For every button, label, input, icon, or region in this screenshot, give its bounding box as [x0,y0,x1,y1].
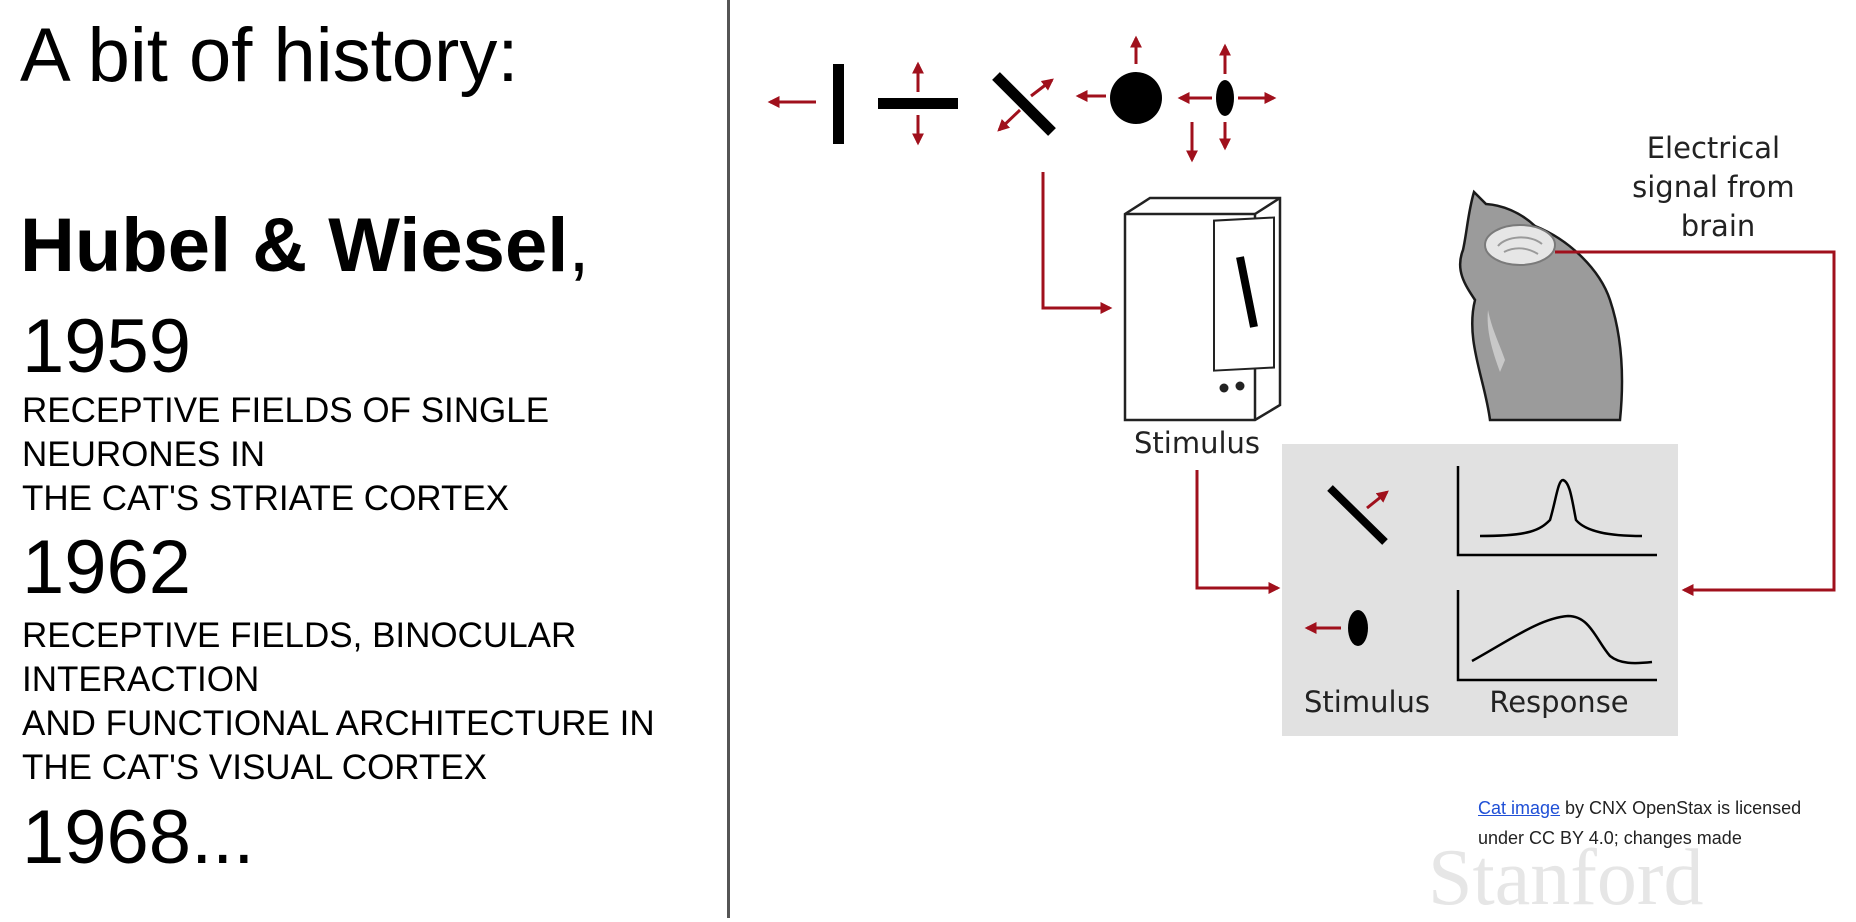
paper-title-1962: RECEPTIVE FIELDS, BINOCULAR INTERACTION … [22,614,655,790]
stanford-watermark: Stanford [1428,838,1704,918]
electrical-signal-label: Electrical signal from brain [1632,131,1804,243]
oval-stimulus [1180,46,1274,160]
stimulus-label: Stimulus [1134,426,1260,460]
paper-title-line: THE CAT'S VISUAL CORTEX [22,746,655,790]
paper-title-line: INTERACTION [22,658,655,702]
paper-title-line: NEURONES IN [22,433,549,477]
paper-title-line: THE CAT'S STRIATE CORTEX [22,477,549,521]
authors-heading: Hubel & Wiesel, [20,208,589,284]
year-1962: 1962 [22,530,191,606]
row-to-device-arrow [1043,172,1110,308]
experiment-diagram: Stimulus Electrical signal from brain [730,0,1856,918]
panel-response-label: Response [1489,685,1628,719]
credit-line-1: Cat image by CNX OpenStax is licensed [1478,793,1801,823]
year-1959: 1959 [22,309,191,385]
authors-name: Hubel & Wiesel [20,203,568,288]
paper-title-line: AND FUNCTIONAL ARCHITECTURE IN [22,702,655,746]
signal-label-line: brain [1681,209,1756,243]
device-to-panel-arrow [1197,470,1278,588]
diagonal-bar-stimulus [996,76,1052,132]
signal-label-line: signal from [1632,170,1795,204]
response-panel: Stimulus Response [1282,444,1678,736]
vertical-bar-stimulus [770,64,844,144]
experiment-diagram-svg: Stimulus Electrical signal from brain [730,0,1856,918]
authors-suffix: , [568,203,589,288]
paper-title-1959: RECEPTIVE FIELDS OF SINGLE NEURONES IN T… [22,389,549,521]
slide-title: A bit of history: [20,18,518,94]
paper-title-line: RECEPTIVE FIELDS OF SINGLE [22,389,549,433]
stimulus-row [770,38,1274,160]
cat-image [1460,192,1622,420]
paper-title-line: RECEPTIVE FIELDS, BINOCULAR [22,614,655,658]
horizontal-bar-stimulus [878,64,958,143]
panel-stimulus-label: Stimulus [1304,685,1430,719]
dot-stimulus [1078,38,1162,124]
cat-image-link[interactable]: Cat image [1478,798,1560,818]
stimulus-display-device [1125,198,1280,420]
credit-text: by CNX OpenStax is licensed [1560,798,1801,818]
signal-label-line: Electrical [1647,131,1780,165]
history-panel: A bit of history: Hubel & Wiesel, 1959 R… [0,0,728,918]
year-1968: 1968... [22,800,254,876]
